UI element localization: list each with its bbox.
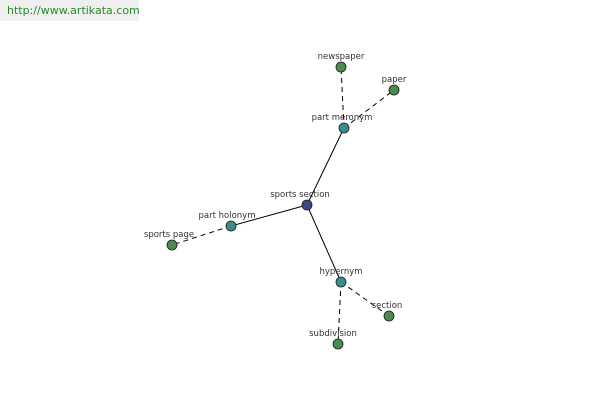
node-label-sports-page: sports page <box>144 230 194 240</box>
edge-part-meronym-to-newspaper <box>340 66 345 129</box>
node-label-section: section <box>372 301 403 311</box>
node-marker-section[interactable] <box>383 310 395 322</box>
edge-part-holonym-to-sports-page <box>171 225 232 246</box>
edge-hypernym-to-subdivision <box>337 281 342 345</box>
edge-sports-section-to-hypernym <box>306 204 342 283</box>
node-marker-part-holonym[interactable] <box>225 220 237 232</box>
site-url-link[interactable]: http://www.artikata.com <box>7 4 140 17</box>
node-paper[interactable]: paper <box>382 75 407 96</box>
edge-sports-section-to-part-meronym <box>306 127 345 206</box>
node-marker-newspaper[interactable] <box>335 61 347 73</box>
edge-sports-section-to-part-holonym <box>230 204 308 227</box>
url-banner: http://www.artikata.com <box>0 0 140 21</box>
node-label-hypernym: hypernym <box>319 267 362 277</box>
node-newspaper[interactable]: newspaper <box>318 52 365 73</box>
node-marker-part-meronym[interactable] <box>338 122 350 134</box>
node-section[interactable]: section <box>372 301 403 322</box>
node-sports-section[interactable]: sports section <box>270 190 330 211</box>
node-part-meronym[interactable]: part meronym <box>312 113 373 134</box>
node-part-holonym[interactable]: part holonym <box>199 211 256 232</box>
graph-nodes: sports section part meronym newspaper paper… <box>144 52 407 350</box>
node-marker-sports-page[interactable] <box>166 239 178 251</box>
node-marker-paper[interactable] <box>388 84 400 96</box>
node-marker-sports-section[interactable] <box>301 199 313 211</box>
node-marker-subdivision[interactable] <box>332 338 344 350</box>
edge-part-meronym-to-paper <box>343 89 395 129</box>
node-hypernym[interactable]: hypernym <box>319 267 363 288</box>
node-label-part-meronym: part meronym <box>312 113 373 123</box>
node-label-subdivision: subdivision <box>309 329 357 339</box>
node-label-sports-section: sports section <box>270 190 330 200</box>
node-label-newspaper: newspaper <box>318 52 365 62</box>
edge-hypernym-to-section <box>340 281 390 317</box>
node-label-part-holonym: part holonym <box>199 211 256 221</box>
node-subdivision[interactable]: subdivision <box>309 329 357 350</box>
node-sports-page[interactable]: sports page <box>144 230 194 251</box>
node-marker-hypernym[interactable] <box>335 276 347 288</box>
node-label-paper: paper <box>382 75 407 85</box>
graph-edges <box>171 66 395 345</box>
